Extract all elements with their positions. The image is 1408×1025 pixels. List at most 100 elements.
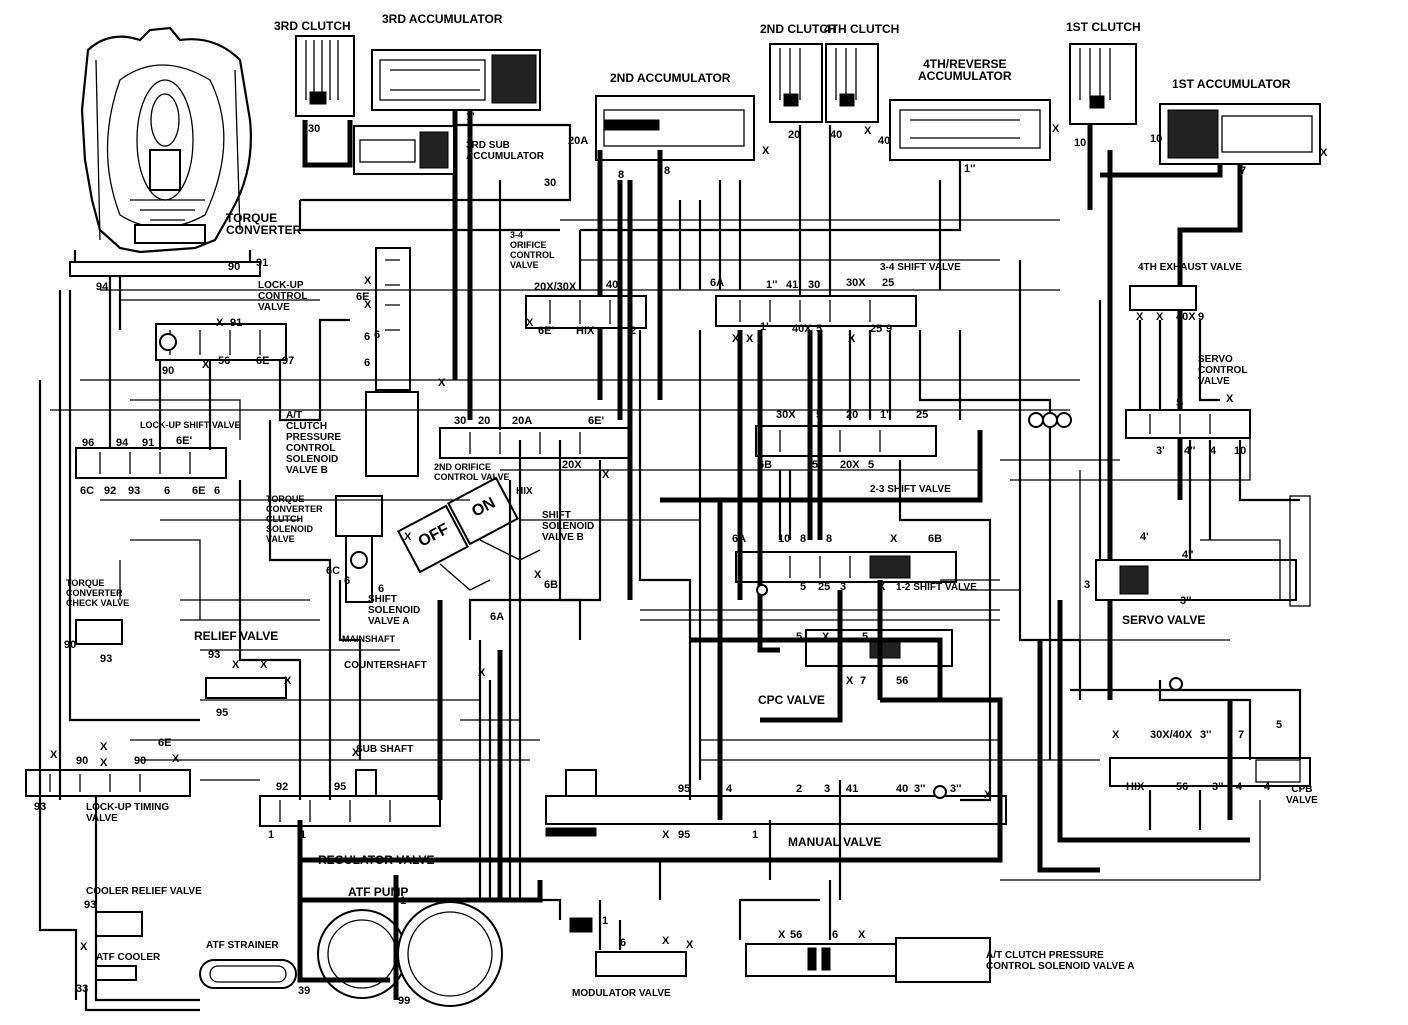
port-label: X: [1320, 147, 1328, 159]
mainshaft-label: MAINSHAFT: [342, 634, 395, 644]
port-label: 5: [800, 581, 807, 593]
port-label: X: [858, 929, 866, 941]
port-label: 25: [818, 581, 831, 593]
port-label: 93: [84, 899, 97, 911]
lockup-control-valve-label: LOCK-UP CONTROL VALVE: [258, 280, 308, 313]
port-label: 41: [846, 783, 859, 795]
shift-valve-12-label: 1-2 SHIFT VALVE: [896, 582, 977, 593]
port-label: 4'': [1182, 549, 1194, 561]
solenoid-a-shape: [335, 495, 383, 603]
port-label: 20: [478, 415, 491, 427]
port-label: 93: [128, 485, 141, 497]
port-label: 1'': [766, 279, 778, 291]
orifice-control-valve-34-label: 3-4 ORIFICE CONTROL VALVE: [510, 230, 555, 270]
regulator-valve-shape: [259, 769, 441, 827]
port-label: 5: [816, 409, 823, 421]
main-fluid-lines: [297, 180, 1250, 1000]
port-label: X: [100, 741, 108, 753]
port-label: 92: [104, 485, 117, 497]
port-label: 7: [860, 675, 867, 687]
servo-valve-shape: [1095, 495, 1311, 607]
port-label: HIX: [576, 325, 595, 337]
lockup-shift-valve-label: LOCK-UP SHIFT VALVE: [140, 420, 241, 430]
port-label: 6E: [192, 485, 206, 497]
port-label: 6B: [544, 579, 559, 591]
second-accumulator-shape: [595, 95, 755, 400]
port-label: 6A: [710, 277, 725, 289]
fourth-clutch-label: 4TH CLUTCH: [824, 22, 900, 36]
port-label: X: [352, 747, 360, 759]
manual-valve-label: MANUAL VALVE: [788, 835, 882, 849]
port-label: X: [662, 935, 670, 947]
port-label: X: [1136, 311, 1144, 323]
port-label: 9: [1198, 311, 1205, 323]
port-label: 20X/30X: [534, 281, 577, 293]
second-clutch-label: 2ND CLUTCH: [760, 22, 837, 36]
port-label: 1: [300, 829, 307, 841]
relief-valve-label: RELIEF VALVE: [194, 629, 279, 643]
shift-valve-34-shape: [715, 295, 917, 327]
port-label: 6: [364, 331, 371, 343]
port-label: 30: [454, 415, 467, 427]
port-label: 20A: [512, 415, 533, 427]
port-label: 1: [268, 829, 275, 841]
port-label: 41: [786, 279, 799, 291]
third-sub-accumulator-shape: [300, 123, 572, 202]
first-accumulator-label: 1ST ACCUMULATOR: [1172, 77, 1291, 91]
port-label: S: [1176, 397, 1184, 409]
port-label: 6E': [176, 435, 193, 447]
port-label: 90: [162, 365, 175, 377]
at-clutch-solenoid-b-label: A/T CLUTCH PRESSURE CONTROL SOLENOID VAL…: [286, 410, 342, 476]
port-label: 92: [276, 781, 289, 793]
port-label: HIX: [1126, 781, 1145, 793]
port-label: 6E: [356, 291, 370, 303]
port-label: 56: [218, 355, 231, 367]
port-label: 6C: [326, 565, 341, 577]
port-label: 4': [1140, 531, 1149, 543]
port-label: X: [438, 377, 446, 389]
modulator-valve-shape: [569, 917, 687, 977]
port-label: 93: [208, 649, 221, 661]
port-label: 40: [878, 135, 891, 147]
port-label: X: [364, 275, 372, 287]
first-clutch-shape: [1069, 43, 1137, 700]
port-label: 6E': [588, 415, 605, 427]
port-label: 90: [64, 639, 77, 651]
manual-valve-shape: [545, 769, 1007, 837]
port-label: X: [848, 333, 856, 345]
port-label: 6B: [928, 533, 943, 545]
port-label: 6: [344, 575, 351, 587]
port-label: 3'': [914, 783, 926, 795]
port-label: 6B: [758, 459, 773, 471]
port-label: 56: [790, 929, 803, 941]
port-label: 8: [826, 533, 833, 545]
port-label: 5: [796, 631, 803, 643]
third-clutch-label: 3RD CLUTCH: [274, 19, 351, 33]
shift-valve-23-shape: [755, 425, 937, 457]
port-label: X: [80, 941, 88, 953]
port-label: 20: [846, 409, 859, 421]
port-label: 95: [678, 829, 691, 841]
port-label: 4: [1210, 445, 1217, 457]
atf-cooler-label: ATF COOLER: [96, 952, 161, 963]
orifice-control-valve-34-shape: [525, 295, 647, 329]
atf-strainer-shape: [199, 959, 297, 989]
check-balls: [756, 412, 1183, 799]
port-label: X: [534, 569, 542, 581]
port-label: 56: [896, 675, 909, 687]
port-label: 91: [256, 257, 269, 269]
port-label: 20: [788, 129, 801, 141]
port-label: 30: [308, 123, 321, 135]
torque-converter-label: TORQUE CONVERTER: [226, 211, 302, 237]
port-label: X: [202, 359, 210, 371]
port-label: 3: [840, 581, 847, 593]
port-label: 94: [116, 437, 129, 449]
port-label: 93: [100, 653, 113, 665]
shift-solenoid-a-label: SHIFT SOLENOID VALVE A: [368, 594, 421, 627]
port-label: 6A: [490, 611, 505, 623]
shift-valve-23-label: 2-3 SHIFT VALVE: [870, 484, 951, 495]
hix-label: HIX: [516, 486, 533, 497]
second-orifice-valve-shape: [439, 427, 631, 459]
port-label: 3: [1084, 579, 1091, 591]
port-label: 6E': [538, 325, 555, 337]
